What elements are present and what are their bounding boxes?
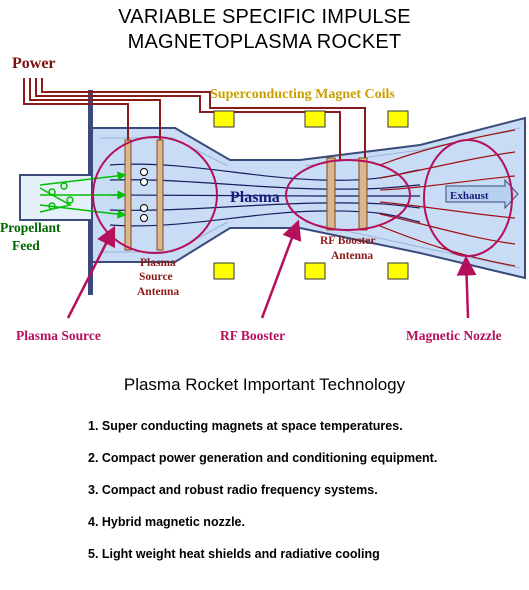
magnet-coil [213,262,235,280]
rf-booster-antenna [326,157,368,231]
plasma-source-antenna [124,139,164,251]
label-source-antenna-2: Source [139,271,173,283]
rocket-diagram: Power Superconducting Magnet Coils Prope… [0,55,526,343]
title-line-1: VARIABLE SPECIFIC IMPULSE [118,6,411,28]
technology-list: 1. Super conducting magnets at space tem… [88,418,437,578]
label-plasma-source: Plasma Source [16,328,101,343]
section-heading: Plasma Rocket Important Technology [123,375,406,394]
magnet-coil [387,110,409,128]
list-item: 1. Super conducting magnets at space tem… [88,419,403,433]
label-exhaust: Exhaust [450,190,489,202]
list-item: 2. Compact power generation and conditio… [88,451,438,465]
callout-arrows [66,219,477,319]
list-item: 5. Light weight heat shields and radiati… [88,547,380,561]
label-source-antenna-3: Antenna [137,286,179,298]
propellant-flow [39,171,127,219]
list-item: 4. Hybrid magnetic nozzle. [88,515,245,529]
label-rf-antenna-1: RF Booster [320,235,375,247]
magnet-coil [213,110,235,128]
magnet-coil [304,262,326,280]
label-feed: Feed [12,238,40,253]
magnet-coils [213,110,409,280]
label-power: Power [12,55,56,72]
rocket-chamber [91,116,526,280]
label-rf-antenna-2: Antenna [331,250,373,262]
exhaust-lines [379,129,516,267]
label-magnet-coils: Superconducting Magnet Coils [210,87,395,102]
power-wires [23,78,366,160]
ion-particles [140,168,148,222]
label-propellant: Propellant [0,220,61,235]
list-item: 3. Compact and robust radio frequency sy… [88,483,378,497]
label-magnetic-nozzle: Magnetic Nozzle [406,328,502,343]
magnet-coil [304,110,326,128]
magnet-coil [387,262,409,280]
label-source-antenna-1: Plasma [140,257,176,269]
label-rf-booster: RF Booster [220,328,285,343]
title-line-2: MAGNETOPLASMA ROCKET [127,31,402,53]
label-plasma: Plasma [230,189,280,206]
